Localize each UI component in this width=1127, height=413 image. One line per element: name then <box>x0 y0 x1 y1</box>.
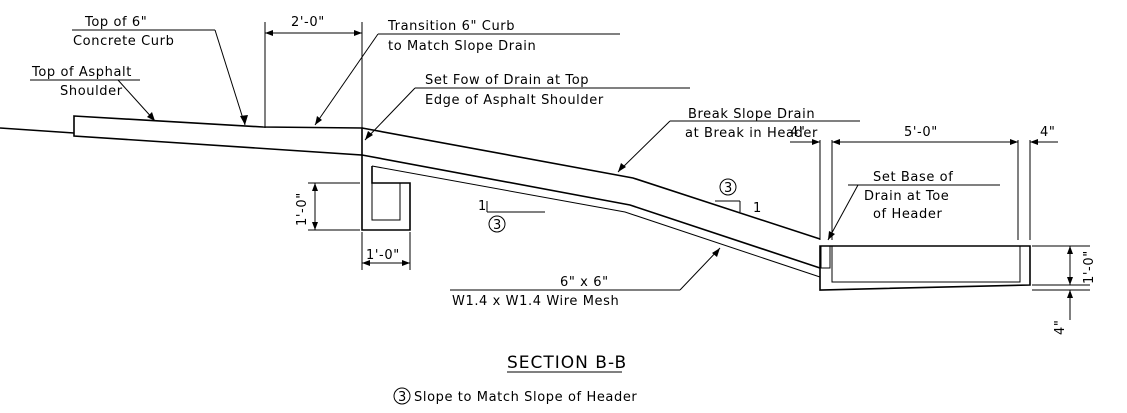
header-wall <box>820 245 831 269</box>
arrow-head <box>265 30 273 36</box>
arrow-head <box>402 260 410 266</box>
arrow-head <box>618 163 626 172</box>
leader-line <box>679 247 721 291</box>
arrow-head <box>315 116 322 125</box>
label-dim-1ft-vert-right: 1'-0" <box>1082 250 1097 284</box>
section-note: Slope to Match Slope of Header <box>414 390 637 405</box>
label-dim-4in-left: 4" <box>790 125 805 140</box>
arrow-head <box>832 139 840 145</box>
label-slope-one-left: 1 <box>478 199 487 214</box>
label-dim-1ft-horiz: 1'-0" <box>366 248 400 263</box>
note-circle-number: 3 <box>398 390 407 405</box>
label-transition-1: Transition 6" Curb <box>387 19 515 34</box>
label-base-2: Drain at Toe <box>864 189 949 204</box>
arrow-head <box>354 30 362 36</box>
slope-circle <box>488 215 506 233</box>
leader-line <box>214 29 246 126</box>
label-dim-1ft-vert-left: 1'-0" <box>295 192 310 226</box>
arrow-head <box>1010 139 1018 145</box>
arrow-head <box>812 139 820 145</box>
note-circle <box>393 387 411 405</box>
wire-mesh-line <box>371 165 821 278</box>
arrow-head <box>147 112 155 121</box>
leader-line <box>314 33 379 126</box>
label-curb-top-2: Concrete Curb <box>73 34 174 49</box>
arrow-head <box>1067 290 1073 298</box>
label-transition-2: to Match Slope Drain <box>388 39 536 54</box>
arrow-head <box>365 131 373 140</box>
slope-drain-top <box>361 127 821 240</box>
slope-circle-number: 3 <box>724 181 733 196</box>
slope-circle-number: 3 <box>493 218 502 233</box>
slope-circle <box>719 178 737 196</box>
label-mesh-2: W1.4 x W1.4 Wire Mesh <box>452 294 619 309</box>
label-curb-top-1: Top of 6" <box>84 15 147 30</box>
label-slope-one-right: 1 <box>753 201 762 216</box>
label-dim-4in-bottom: 4" <box>1053 320 1068 335</box>
arrow-head <box>362 260 370 266</box>
arrow-head <box>312 183 318 191</box>
label-base-1: Set Base of <box>873 170 953 185</box>
section-title: SECTION B-B <box>507 353 627 373</box>
header-inner <box>831 246 1021 283</box>
arrow-head <box>240 115 248 125</box>
label-dim-4in-right: 4" <box>1040 125 1055 140</box>
leader-line <box>617 120 671 173</box>
label-asphalt-top-1: Top of Asphalt <box>31 65 132 80</box>
arrow-head <box>312 222 318 230</box>
label-dim-5ft: 5'-0" <box>904 125 938 140</box>
label-set-fow-1: Set Fow of Drain at Top <box>425 73 589 88</box>
ground-line <box>0 127 75 134</box>
arrow-head <box>1030 139 1038 145</box>
label-asphalt-top-2: Shoulder <box>60 84 123 99</box>
arrow-head <box>1067 277 1073 285</box>
asphalt-shoulder <box>73 115 363 156</box>
arrow-head <box>1067 246 1073 254</box>
label-mesh-1: 6" x 6" <box>560 275 609 290</box>
label-base-3: of Header <box>873 207 942 222</box>
curb-outline <box>361 155 411 231</box>
curb-inner <box>371 183 401 221</box>
label-dim-2ft: 2'-0" <box>291 15 325 30</box>
label-break-2: at Break in Header <box>685 126 818 141</box>
leader-line <box>364 87 416 141</box>
header-box <box>819 245 1031 291</box>
leader-line <box>827 184 859 241</box>
label-set-fow-2: Edge of Asphalt Shoulder <box>425 93 604 108</box>
label-break-1: Break Slope Drain <box>688 107 815 122</box>
leader-line <box>117 79 156 122</box>
slope-drain-bottom <box>361 154 821 269</box>
arrow-head <box>828 231 835 240</box>
arrow-head <box>712 248 720 257</box>
